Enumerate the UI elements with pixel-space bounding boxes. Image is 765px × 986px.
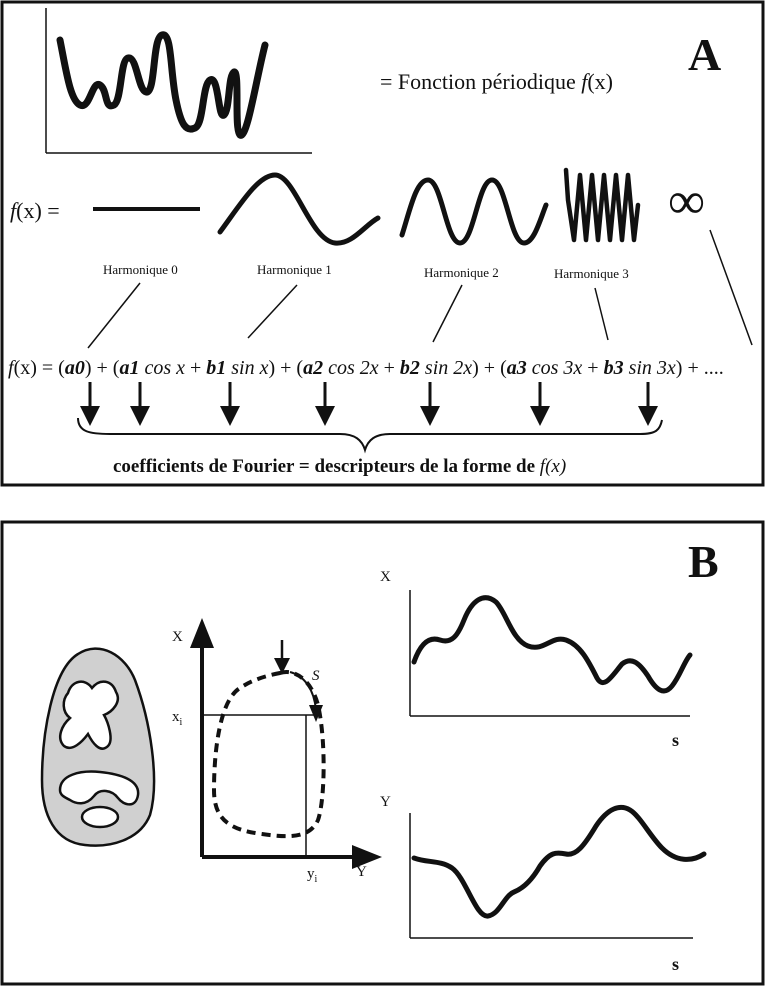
plot-bottom-xlabel: s [672,954,679,974]
start-arrow-head [274,658,290,674]
plot-top-xlabel: s [672,730,679,750]
harmonic-label-0: Harmonique 0 [103,262,178,277]
y-signal-plot [409,804,707,939]
fourier-series-equation: f(x) = (a0) + (a1 cos x + b1 sin x) + (a… [8,357,724,379]
harmonic-2-wave [399,177,549,246]
harmonic-label-1: Harmonique 1 [257,262,332,277]
y-signal-curve [411,804,707,919]
panel-a-letter: A [688,29,721,80]
s-label: S [312,668,320,684]
yi-label: yi [307,866,318,885]
plot-bottom-ylabel: Y [380,794,391,810]
panel-b-letter: B [688,536,719,587]
harmonic-1-wave [217,172,381,246]
periodic-function-plot [45,8,312,154]
axis-y-label: Y [356,864,367,880]
plot-top-ylabel: X [380,569,391,585]
xi-label: xi [172,709,183,728]
harmonic-label-3: Harmonique 3 [554,266,629,281]
direction-arc-head [309,705,323,722]
cell-shape [40,647,156,847]
x-signal-plot [409,590,693,717]
x-signal-curve [411,595,693,694]
harmonic-3-wave [563,167,641,243]
periodic-function-label: = Fonction périodique f(x) [380,69,613,94]
coefficients-brace [77,417,663,454]
axis-x-label: X [172,629,183,645]
panel-a-frame [0,0,765,487]
fx-equals-label: f(x) = [10,198,60,223]
fourier-caption: coefficients de Fourier = descripteurs d… [113,456,566,477]
harmonic-connectors [87,229,753,349]
periodic-function-curve [56,31,269,139]
harmonic-label-2: Harmonique 2 [424,265,499,280]
coefficient-arrows [80,382,658,426]
contour-axes [190,618,382,869]
infinity-symbol: ∞ [668,173,705,230]
